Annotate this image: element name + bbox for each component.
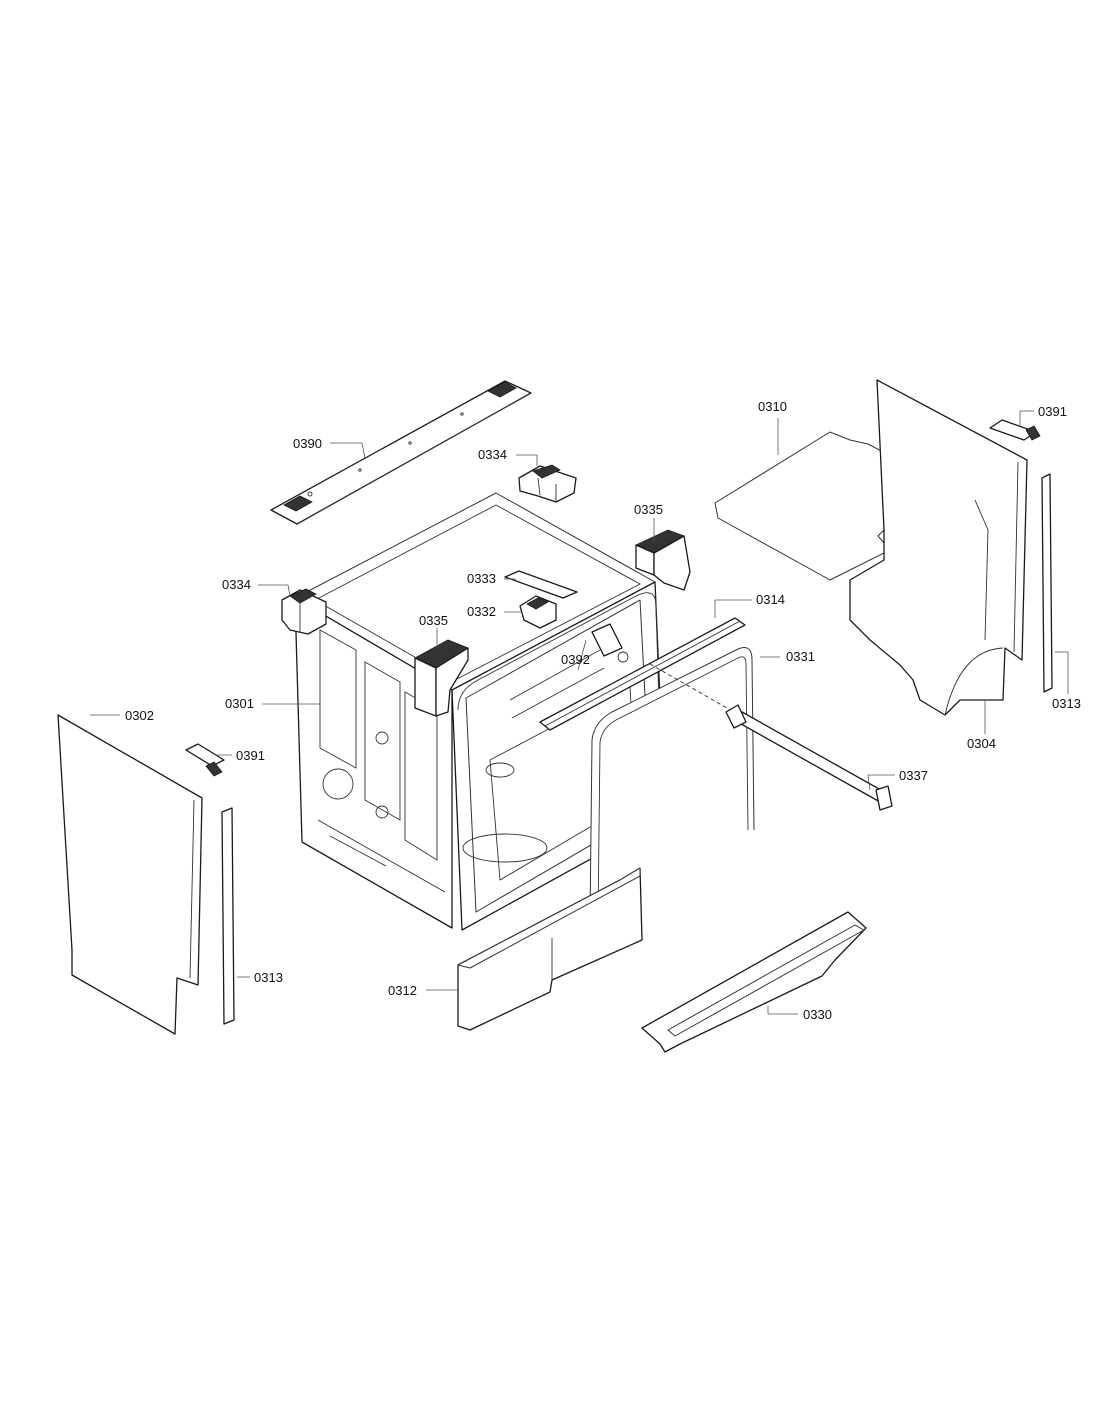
callout-0391-right: 0391 [1038,404,1067,419]
part-0335-left-cap [414,639,469,717]
callout-0332: 0332 [467,604,496,619]
callout-0337: 0337 [899,768,928,783]
assembly-line-0337 [649,663,735,713]
callout-0314: 0314 [756,592,785,607]
callout-0330: 0330 [803,1007,832,1022]
callout-0331: 0331 [786,649,815,664]
part-0334-upper-bracket [518,464,577,503]
part-0333-bar [504,570,578,599]
part-0313-strip-left [221,807,235,1025]
part-0390-top-plate [270,380,532,525]
part-0312-plinth [457,867,643,1031]
part-0313-strip-right [1041,473,1053,693]
part-0302-side-panel [57,714,203,1035]
callout-0390: 0390 [293,436,322,451]
part-0331-seal [589,647,755,921]
callout-0334-left: 0334 [222,577,251,592]
part-0304-side-panel [849,379,1028,716]
callout-0312: 0312 [388,983,417,998]
callout-0333: 0333 [467,571,496,586]
callout-0335-left: 0335 [419,613,448,628]
part-0330-base-rail [641,911,867,1053]
callout-0310: 0310 [758,399,787,414]
leader-lines [90,410,1069,1015]
part-0332-hinge [519,595,557,629]
callout-labels: 0390 0334 0335 0334 0335 0333 0332 0392 … [125,399,1081,1022]
part-0337-rod [725,704,893,811]
callout-0304: 0304 [967,736,996,751]
callout-0313-left: 0313 [254,970,283,985]
callout-0301: 0301 [225,696,254,711]
part-0314-rail [539,617,746,731]
part-0334-left-bracket [281,588,327,635]
part-0391-clip-right [989,419,1041,441]
callout-0302: 0302 [125,708,154,723]
part-0391-clip-left [185,743,225,777]
callout-0313-right: 0313 [1052,696,1081,711]
callout-0335-right: 0335 [634,502,663,517]
part-0335-right-cap [635,529,691,591]
callout-0392: 0392 [561,652,590,667]
callout-0334-upper: 0334 [478,447,507,462]
part-0392-clip [591,623,629,663]
callout-0391-left: 0391 [236,748,265,763]
